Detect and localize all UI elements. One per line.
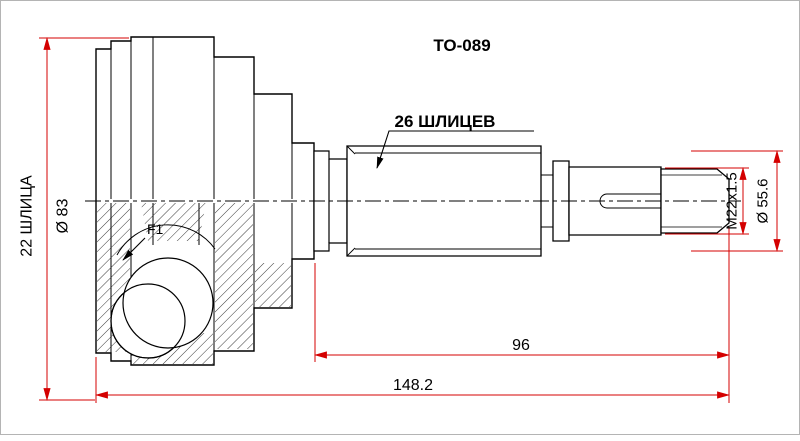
bearing-balls [110,224,216,359]
housing-step-lines-upper [110,37,293,199]
ball-circle-front [122,257,214,349]
shaft-mid-outline [568,166,662,236]
text-labels: TO-089 26 ШЛИЦЕВ F1 22 ШЛИЦА Ø 83 M22x1.… [19,36,772,394]
spline-entry-chamfers [346,145,356,257]
hub-splines-label: 22 ШЛИЦА [19,175,36,257]
hatch-cap-section [255,263,291,307]
leader-grease-mark [122,237,146,261]
spline-root-lines [355,152,541,250]
dim-96-value: 96 [512,337,530,354]
ball-circle-rear-outline [110,283,186,359]
shaft-splines-label: 26 ШЛИЦЕВ [395,112,496,131]
leader-shaft-splines [376,130,534,169]
dimension-lines [39,36,783,403]
hub-diameter-label: Ø 83 [55,199,72,234]
thread-size-label: M22x1.5 [724,172,741,230]
grease-mark-label: F1 [147,221,164,237]
leader-lines [122,130,534,261]
hatch-inner-race [141,203,206,241]
thread-crest-lines [661,174,722,228]
part-number: TO-089 [433,36,490,55]
snap-ring-groove [541,174,553,228]
hatch-right-wall [215,203,253,349]
shaft-diameter-label: Ø 55.6 [755,178,772,223]
dim-148-value: 148.2 [393,377,433,394]
cage-arc [116,224,216,256]
